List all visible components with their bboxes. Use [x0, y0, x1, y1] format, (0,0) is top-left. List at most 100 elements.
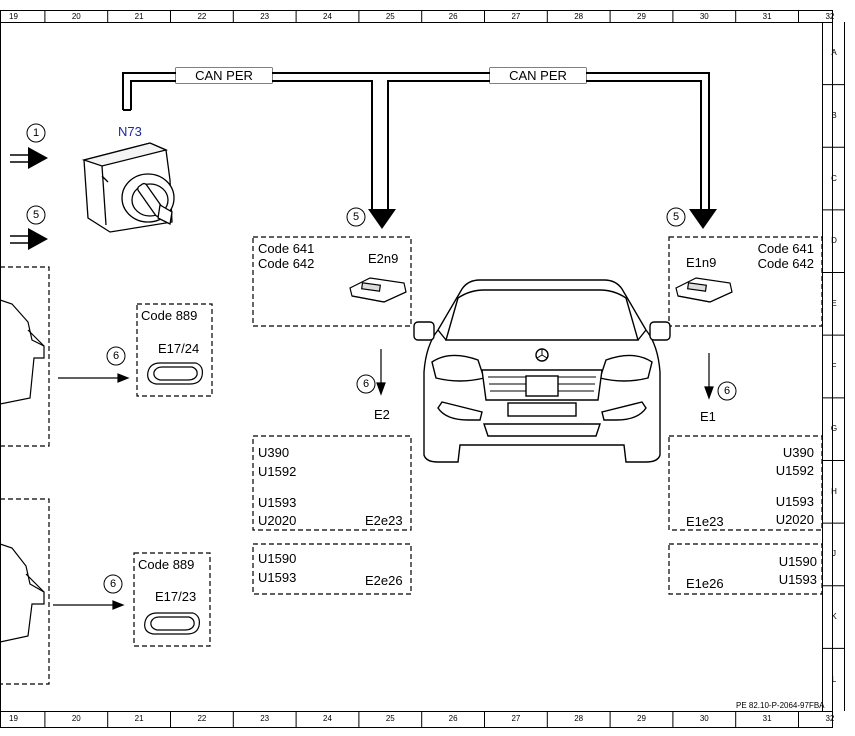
arrow-to-e17-23	[112, 600, 125, 610]
module-e1n9-drawing	[675, 277, 733, 303]
n73-label: N73	[118, 124, 142, 139]
grid-row-C: C	[831, 173, 837, 183]
grid-row-K: K	[831, 612, 837, 622]
grid-column-top-32: 32	[825, 12, 835, 21]
grid-column-top-29: 29	[637, 12, 646, 21]
grid-column-top-23: 23	[260, 12, 270, 21]
e2n9-code-641: Code 641	[258, 241, 315, 256]
grid-column-bottom-30: 30	[699, 714, 709, 723]
lamp-e17-23-drawing	[144, 612, 200, 635]
e1e23-u390: U390	[782, 445, 814, 460]
grid-row-L: L	[831, 674, 837, 684]
grid-column-top-19: 19	[9, 12, 18, 21]
e2-label: E2	[374, 407, 390, 422]
module-e2n9-drawing	[349, 277, 407, 303]
grid-column-top-25: 25	[385, 12, 395, 21]
grid-row-H: H	[831, 486, 837, 496]
can-per-left-label: CAN PER	[176, 68, 272, 83]
can-per-right-label: CAN PER	[490, 68, 586, 83]
callout-circle-1	[26, 123, 46, 143]
e2e23-u390: U390	[258, 445, 290, 460]
box-e1e26	[668, 543, 823, 595]
grid-column-bottom-31: 31	[762, 714, 772, 723]
e2e26-module-label: E2e26	[365, 573, 403, 588]
grid-row-B: B	[831, 110, 837, 120]
headlamp-left-lower-drawing	[0, 543, 45, 643]
e2e26-u1593: U1593	[258, 570, 297, 585]
e2e23-u2020: U2020	[258, 513, 297, 528]
grid-row-E: E	[831, 298, 837, 308]
input-arrow-5	[10, 235, 30, 244]
e1-label: E1	[700, 409, 716, 424]
callout-5-mid: 5	[352, 211, 360, 223]
grid-column-bottom-29: 29	[637, 714, 646, 723]
lamp-e17-24-drawing	[147, 362, 203, 385]
e1e23-u2020: U2020	[775, 512, 814, 527]
grid-column-bottom-23: 23	[260, 714, 270, 723]
box-headlamp-left-lower	[0, 498, 50, 685]
e1e23-u1593: U1593	[775, 494, 814, 509]
callout-circle-5-left	[26, 205, 46, 225]
e17-23-module-label: E17/23	[155, 589, 197, 604]
e1n9-code-641: Code 641	[757, 241, 814, 256]
callout-circle-6-upper-left	[106, 346, 126, 366]
grid-column-bottom-27: 27	[511, 714, 521, 723]
arrow-to-e17-24	[117, 373, 130, 383]
grid-column-bottom-21: 21	[134, 714, 144, 723]
grid-column-top-22: 22	[197, 12, 207, 21]
grid-column-bottom-22: 22	[197, 714, 207, 723]
input-arrow-1-head	[28, 147, 48, 169]
e17-24-module-label: E17/24	[158, 341, 200, 356]
callout-5-right: 5	[672, 211, 680, 223]
callout-1: 1	[32, 127, 40, 139]
input-arrow-1	[10, 154, 30, 163]
grid-column-top-30: 30	[699, 12, 709, 21]
grid-column-bottom-24: 24	[323, 714, 332, 723]
grid-column-top-27: 27	[511, 12, 521, 21]
e2e26-u1590: U1590	[258, 551, 297, 566]
callout-6-mid: 6	[362, 378, 370, 390]
callout-circle-6-lower-left	[103, 574, 123, 594]
headlamp-left-upper-drawing	[0, 299, 45, 405]
box-e2n9	[252, 236, 412, 327]
bus-arrow-e1n9	[689, 209, 717, 229]
callout-5-left: 5	[32, 209, 40, 221]
box-headlamp-left-upper	[0, 266, 50, 447]
grid-column-top-31: 31	[762, 12, 772, 21]
e1e26-u1590: U1590	[778, 554, 817, 569]
can-per-bus	[122, 72, 710, 212]
grid-row-J: J	[832, 549, 836, 559]
grid-row-A: A	[831, 48, 837, 58]
callout-6-right: 6	[723, 385, 731, 397]
input-arrow-5-head	[28, 228, 48, 250]
e2n9-code-642: Code 642	[258, 256, 315, 271]
n73-ignition-switch	[81, 142, 175, 233]
arrow-e1-down	[704, 386, 714, 400]
grid-row-D: D	[831, 236, 837, 246]
arrow-e2-down	[376, 382, 386, 396]
box-e17-23	[133, 552, 211, 647]
grid-column-bottom-20: 20	[71, 714, 81, 723]
callout-6-lower-left: 6	[109, 578, 117, 590]
grid-column-bottom-32: 32	[825, 714, 835, 723]
e2e23-u1592: U1592	[258, 464, 297, 479]
grid-column-bottom-28: 28	[574, 714, 584, 723]
box-e1n9	[668, 236, 823, 327]
grid-row-G: G	[830, 424, 838, 434]
callout-circle-6-mid	[356, 374, 376, 394]
grid-column-bottom-19: 19	[9, 714, 18, 723]
e1e26-module-label: E1e26	[686, 576, 724, 591]
grid-column-top-21: 21	[134, 12, 144, 21]
grid-column-top-20: 20	[71, 12, 81, 21]
e1e26-u1593: U1593	[778, 572, 817, 587]
callout-circle-5-right	[666, 207, 686, 227]
grid-column-top-28: 28	[574, 12, 584, 21]
e1n9-module-label: E1n9	[686, 255, 717, 270]
e1e23-module-label: E1e23	[686, 514, 724, 529]
callout-circle-6-right	[717, 381, 737, 401]
box-e1e23	[668, 435, 823, 531]
callout-circle-5-mid	[346, 207, 366, 227]
grid-column-top-24: 24	[323, 12, 332, 21]
e1e23-u1592: U1592	[775, 463, 814, 478]
